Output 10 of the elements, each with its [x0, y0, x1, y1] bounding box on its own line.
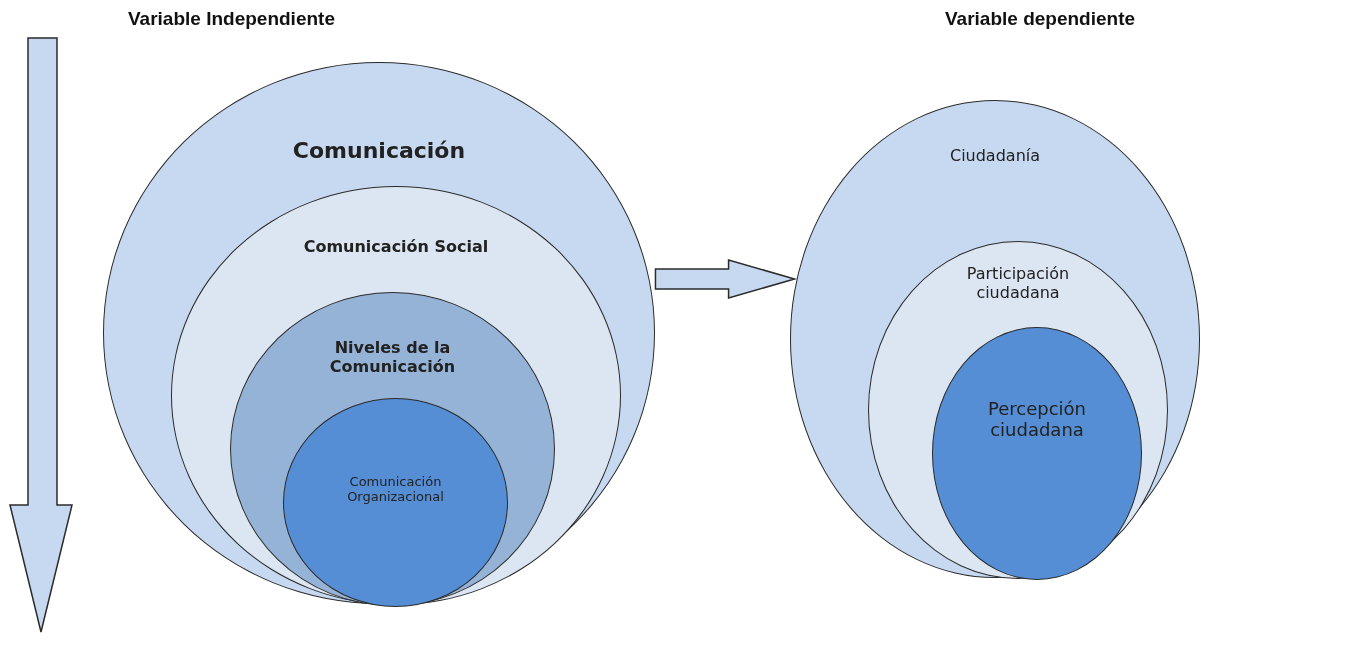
- column-heading: Variable Independiente: [128, 8, 335, 30]
- block-arrow: [654, 259, 798, 299]
- circle-label: Comunicación Organizacional: [346, 474, 445, 504]
- circle-label: Comunicación: [291, 138, 467, 163]
- column-heading: Variable dependiente: [945, 8, 1136, 30]
- circle-label: Ciudadanía: [948, 146, 1042, 165]
- circle-label: Comunicación Social: [302, 237, 490, 256]
- circle-label: Niveles de la Comunicación: [328, 338, 457, 376]
- circle-label: Participación ciudadana: [965, 264, 1071, 302]
- circle-label: Percepción ciudadana: [987, 398, 1087, 440]
